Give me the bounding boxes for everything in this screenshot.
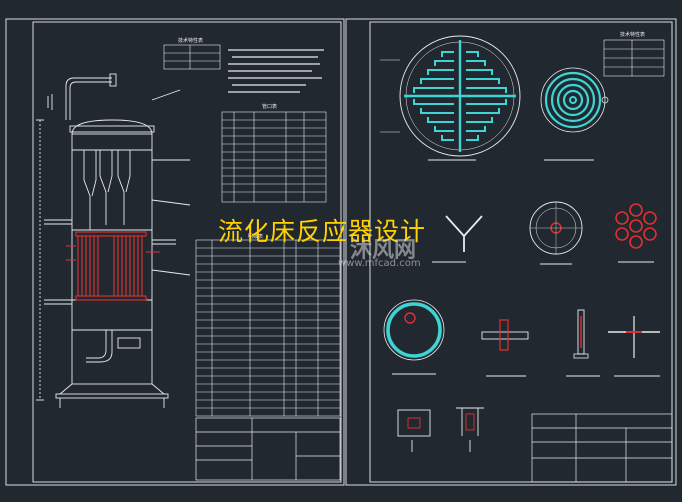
distributor-slot <box>434 126 454 132</box>
spec-table-right-header: 技术特性表 <box>620 31 645 38</box>
heat-exchange-tubes <box>66 231 160 301</box>
distributor-slot <box>466 87 507 93</box>
cross-bar-detail <box>608 316 660 377</box>
spec-table-right: 技术特性表 <box>603 31 665 77</box>
distributor-slot <box>466 135 479 141</box>
t-section-detail <box>481 319 529 377</box>
nozzle-table: 管口表 <box>221 103 327 203</box>
spiral-coil <box>540 67 609 133</box>
weld-detail-right <box>456 407 484 452</box>
distributor-slot <box>427 117 454 123</box>
distributor-slot <box>441 51 454 57</box>
parts-list: 明细表 <box>195 233 341 417</box>
distributor-slot <box>466 60 486 66</box>
distributor-slot <box>420 78 454 84</box>
ring-distributor <box>383 299 445 375</box>
left-sheet-frame <box>5 18 345 486</box>
seven-hole-nozzle <box>615 203 657 263</box>
distributor-slot <box>413 99 454 105</box>
drawing-title: 流化床反应器设计 <box>218 217 427 246</box>
reactor-elevation <box>36 73 191 408</box>
distributor-slot <box>466 99 507 105</box>
right-sheet-frame <box>345 18 677 486</box>
fork-bracket <box>432 215 483 263</box>
weld-detail-left <box>397 409 431 452</box>
distributor-slot <box>466 117 493 123</box>
title-block-right <box>531 413 673 483</box>
title-block-left <box>195 417 341 481</box>
distributor-slot <box>413 87 454 93</box>
annular-plate <box>529 201 583 265</box>
distributor-slot <box>441 135 454 141</box>
nozzle-table-header: 管口表 <box>262 103 277 110</box>
distributor-slot <box>427 69 454 75</box>
parts-list-header: 明细表 <box>248 233 263 240</box>
distributor-slot <box>466 126 486 132</box>
vertical-rod-detail <box>566 309 600 377</box>
distributor-slot <box>466 51 479 57</box>
distributor-slot <box>466 108 500 114</box>
distributor-plate <box>380 35 521 157</box>
watermark-url: www.mfcad.com <box>338 258 421 269</box>
spec-table-left: 技术特性表 <box>163 37 221 70</box>
distributor-slot <box>420 108 454 114</box>
notes-block <box>228 49 324 93</box>
watermark-logo: 沐风网 <box>350 238 417 263</box>
distributor-slot <box>434 60 454 66</box>
distributor-slot <box>466 78 500 84</box>
distributor-slot <box>466 69 493 75</box>
spec-table-left-header: 技术特性表 <box>178 37 203 44</box>
